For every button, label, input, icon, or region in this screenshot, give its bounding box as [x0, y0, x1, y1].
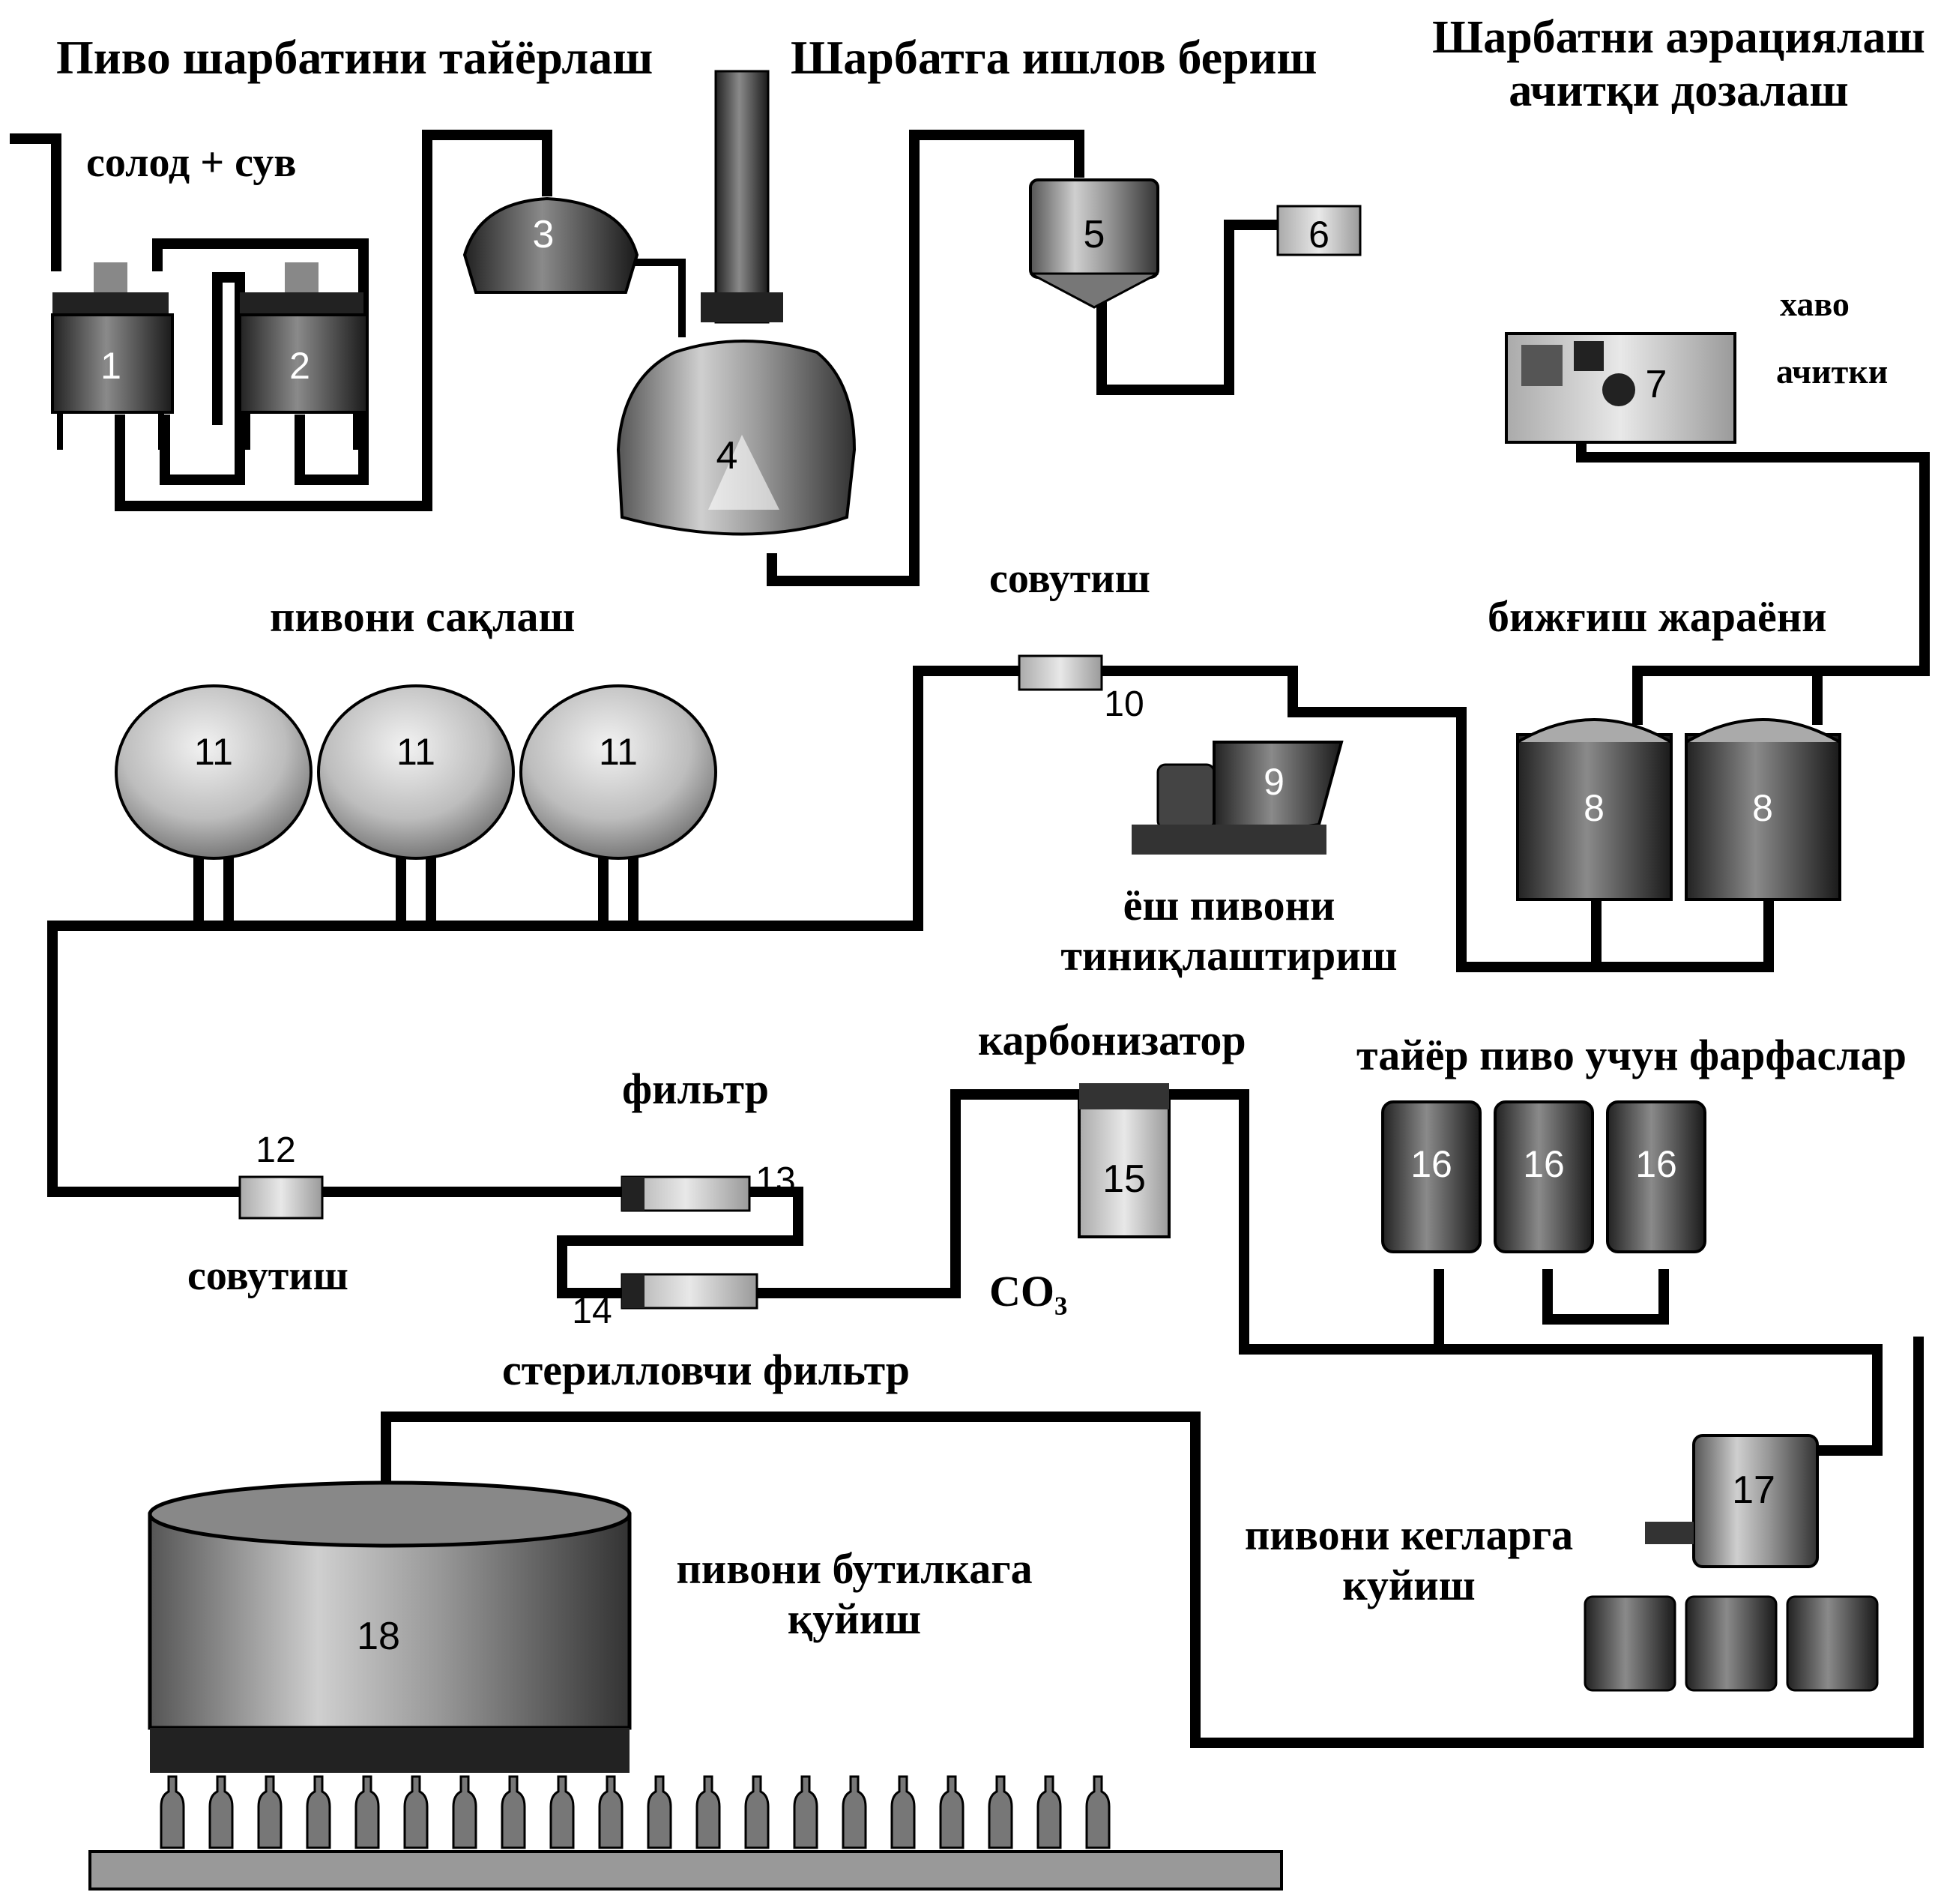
keg-filler-17: 17 [1645, 1434, 1819, 1568]
bottle [160, 1775, 185, 1849]
label-keg-filling: пивони кегларга куйиш [1229, 1510, 1589, 1610]
storage-sphere-11b: 11 [317, 684, 515, 860]
wort-kettle-4: 4 [616, 70, 857, 536]
svg-text:16: 16 [1410, 1143, 1452, 1185]
whirlpool-5: 5 [1029, 178, 1159, 309]
svg-text:18: 18 [357, 1615, 400, 1658]
unit-number-12: 12 [256, 1130, 295, 1170]
label-storage: пивони сақлаш [270, 592, 576, 641]
separator-9: 9 [1132, 741, 1344, 855]
label-cooling-top: совутиш [989, 555, 1150, 602]
svg-text:11: 11 [194, 731, 233, 773]
label-clarification-line1: ёш пивони [1123, 881, 1335, 930]
bottle [695, 1775, 721, 1849]
svg-text:11: 11 [599, 731, 638, 773]
svg-text:9: 9 [1264, 761, 1285, 803]
bright-tank-16c: 16 [1606, 1100, 1706, 1253]
bottle [647, 1775, 672, 1849]
cooler-6: 6 [1276, 205, 1362, 256]
bright-tank-16a: 16 [1381, 1100, 1482, 1253]
title-aeration-line2: ачитқи дозалаш [1509, 65, 1849, 117]
label-bottle-filling: пивони бутилкага қуйиш [659, 1544, 1049, 1644]
bottle [939, 1775, 965, 1849]
filter-13 [621, 1175, 751, 1212]
bottle [598, 1775, 624, 1849]
pipelines [10, 130, 1930, 1748]
cooler-12 [238, 1175, 324, 1220]
carbonator-15: 15 [1078, 1083, 1171, 1238]
svg-text:8: 8 [1752, 787, 1773, 829]
svg-text:11: 11 [396, 731, 435, 773]
title-aeration: Шарбатни аэрациялаш ачитқи дозалаш [1424, 11, 1934, 118]
label-co2: CO₃ [989, 1267, 1068, 1316]
svg-text:8: 8 [1584, 787, 1605, 829]
svg-text:3: 3 [533, 213, 555, 256]
mash-tun-1: 1 [51, 262, 174, 450]
svg-text:7: 7 [1646, 363, 1667, 406]
bottle [549, 1775, 575, 1849]
svg-text:15: 15 [1102, 1157, 1146, 1201]
svg-text:1: 1 [100, 345, 121, 387]
title-wort-boiling: Шарбатга ишлов бериш [791, 31, 1317, 84]
label-bottle-filling-line2: қуйиш [787, 1594, 922, 1643]
svg-text:16: 16 [1635, 1143, 1677, 1185]
cooler-10 [1018, 654, 1103, 691]
label-keg-filling-line2: куйиш [1342, 1560, 1476, 1609]
svg-text:4: 4 [716, 434, 738, 477]
label-fermentation: бижғиш жараёни [1488, 592, 1827, 641]
title-aeration-line1: Шарбатни аэрациялаш [1432, 12, 1925, 63]
bottle [306, 1775, 331, 1849]
svg-text:2: 2 [289, 345, 310, 387]
label-malt-water: солод + сув [86, 139, 297, 186]
lauter-tun-2: 2 [238, 262, 369, 450]
svg-text:5: 5 [1084, 213, 1105, 256]
bottle [744, 1775, 770, 1849]
unit-number-13: 13 [755, 1160, 795, 1200]
aeration-dosing-unit-7: 7 [1505, 332, 1736, 444]
bottles [160, 1775, 1111, 1849]
label-cooling-bottom: совутиш [187, 1253, 348, 1299]
bottle [501, 1775, 526, 1849]
svg-text:6: 6 [1308, 214, 1329, 256]
bottle [842, 1775, 867, 1849]
label-bottle-filling-line1: пивони бутилкага [676, 1544, 1033, 1593]
title-wort-preparation: Пиво шарбатини тайёрлаш [56, 31, 653, 84]
bottle-conveyor [88, 1850, 1283, 1891]
bottle [1036, 1775, 1062, 1849]
label-carbonator: карбонизатор [978, 1016, 1246, 1064]
svg-text:16: 16 [1523, 1143, 1565, 1185]
bottle [208, 1775, 234, 1849]
bottle-filler-18: 18 [148, 1480, 632, 1773]
svg-text:17: 17 [1732, 1468, 1775, 1512]
unit-number-10: 10 [1104, 684, 1144, 724]
bottle [354, 1775, 380, 1849]
bright-tank-16b: 16 [1494, 1100, 1594, 1253]
bottle [1085, 1775, 1111, 1849]
filter-press-3: 3 [462, 196, 639, 294]
unit-number-14: 14 [572, 1292, 612, 1331]
label-filter: фильтр [622, 1064, 770, 1113]
bottle [890, 1775, 916, 1849]
fermenter-8b: 8 [1685, 718, 1841, 901]
sterile-filter-14 [621, 1273, 758, 1310]
fermenter-8a: 8 [1516, 718, 1673, 901]
label-air: хаво [1780, 285, 1850, 323]
bottle [988, 1775, 1013, 1849]
bottle [257, 1775, 283, 1849]
storage-sphere-11a: 11 [115, 684, 313, 860]
storage-sphere-11c: 11 [519, 684, 717, 860]
label-yeast: ачитки [1776, 352, 1889, 391]
kegs [1584, 1595, 1879, 1692]
bottle [452, 1775, 477, 1849]
label-clarification: ёш пивони тиниқлаштириш [1049, 881, 1409, 980]
label-sterile-filter: стерилловчи фильтр [502, 1346, 911, 1394]
label-finished-tanks: тайёр пиво учун фарфаслар [1356, 1031, 1907, 1079]
label-keg-filling-line1: пивони кегларга [1244, 1510, 1574, 1559]
bottle [793, 1775, 818, 1849]
bottle [403, 1775, 429, 1849]
label-clarification-line2: тиниқлаштириш [1060, 930, 1398, 980]
